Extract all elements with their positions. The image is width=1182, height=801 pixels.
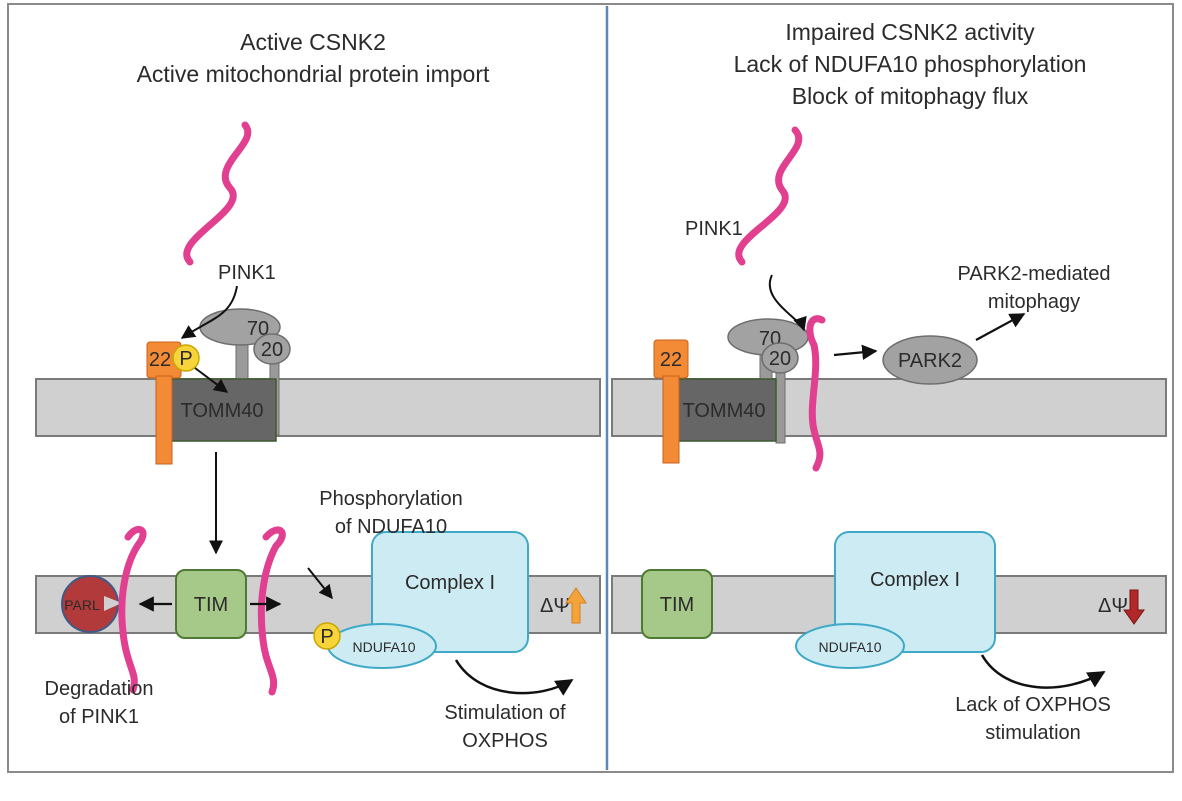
right-mitophagy-line2: mitophagy (988, 291, 1080, 313)
right-pink1-label: PINK1 (685, 218, 743, 240)
right-lack-line2: stimulation (985, 722, 1081, 744)
left-pink1-degraded-icon (118, 526, 147, 694)
left-tom22-label: 22 (149, 349, 171, 371)
left-tim-icon (175, 569, 247, 639)
right-complex1-label: Complex I (870, 569, 960, 591)
left-phospho-icon (172, 344, 200, 372)
left-panel: Active CSNK2 Active mitochondrial protei… (35, 29, 601, 752)
right-pink1-to-park2-arrow (833, 344, 878, 360)
right-pink1-stalled-icon (806, 315, 826, 472)
right-tom22-label: 22 (660, 349, 682, 371)
left-stimulation-line2: OXPHOS (462, 730, 548, 752)
left-degradation-line1: Degradation (45, 678, 154, 700)
left-stimulation-line1: Stimulation of (444, 702, 566, 724)
left-tim-label: TIM (194, 594, 228, 616)
left-pink1-cytosolic-icon (183, 121, 252, 266)
right-complex1-icon (834, 531, 996, 653)
left-title-line2: Active mitochondrial protein import (137, 61, 490, 87)
right-title-line2: Lack of NDUFA10 phosphorylation (734, 51, 1087, 77)
left-title-line1: Active CSNK2 (240, 29, 386, 55)
right-park2-icon (882, 335, 978, 385)
left-pink1-label: PINK1 (218, 262, 276, 284)
right-tom20-label: 20 (769, 348, 791, 370)
right-lack-line1: Lack of OXPHOS (955, 694, 1111, 716)
right-tomm40-icon (671, 378, 777, 442)
right-title-line1: Impaired CSNK2 activity (785, 19, 1035, 45)
left-tomm40-label: TOMM40 (181, 400, 264, 422)
left-complex1-label: Complex I (405, 572, 495, 594)
left-p-to-tomm40-arrow (194, 367, 229, 393)
left-pink1-to-p-arrow (180, 285, 238, 339)
left-complex1-icon (371, 531, 529, 653)
right-delta-psi-label: ΔΨ (1098, 595, 1128, 617)
right-ndufa10-label: NDUFA10 (818, 639, 881, 655)
left-tom20-label: 20 (261, 339, 283, 361)
right-park2-to-mitophagy-arrow (975, 313, 1026, 341)
right-tom20-stalk (775, 364, 786, 444)
right-tomm40-label: TOMM40 (683, 400, 766, 422)
left-degradation-line2: of PINK1 (59, 706, 139, 728)
right-panel: Impaired CSNK2 activity Lack of NDUFA10 … (611, 19, 1167, 744)
left-tom70-label: 70 (247, 318, 269, 340)
left-phos-note-line1: Phosphorylation (319, 488, 462, 510)
left-phospho-label: P (179, 348, 192, 370)
left-phos-note-line2: of NDUFA10 (335, 516, 447, 538)
left-tom20-icon (253, 333, 291, 365)
right-lack-arrow (980, 654, 1106, 689)
right-tom22-stalk (662, 375, 680, 464)
left-outer-membrane (35, 378, 601, 437)
left-ndufa10-phospho-icon (313, 622, 341, 650)
right-tom20-icon (761, 342, 799, 374)
left-parl-cleavage-icon (104, 596, 122, 611)
left-ndufa10-label: NDUFA10 (352, 639, 415, 655)
right-mitophagy-line1: PARK2-mediated (957, 263, 1110, 285)
left-pink1-to-ndufa10-arrow (307, 567, 333, 600)
left-pink1-imported-icon (257, 526, 286, 696)
left-psi-up-arrow-icon (565, 587, 587, 624)
right-ndufa10-icon (795, 623, 905, 669)
right-pink1-cytosolic-icon (735, 126, 803, 266)
left-parl-label: PARL (64, 597, 100, 613)
left-delta-psi-label: ΔΨ (540, 595, 570, 617)
left-tom22-stalk (155, 375, 173, 465)
right-tim-icon (641, 569, 713, 639)
right-pink1-import-arrow (768, 274, 807, 332)
right-park2-label: PARK2 (898, 350, 962, 372)
left-stimulation-arrow (454, 659, 574, 696)
right-tim-label: TIM (660, 594, 694, 616)
left-ndufa10-phospho-label: P (320, 626, 333, 648)
right-psi-down-arrow-icon (1123, 589, 1145, 625)
right-title-line3: Block of mitophagy flux (792, 83, 1029, 109)
